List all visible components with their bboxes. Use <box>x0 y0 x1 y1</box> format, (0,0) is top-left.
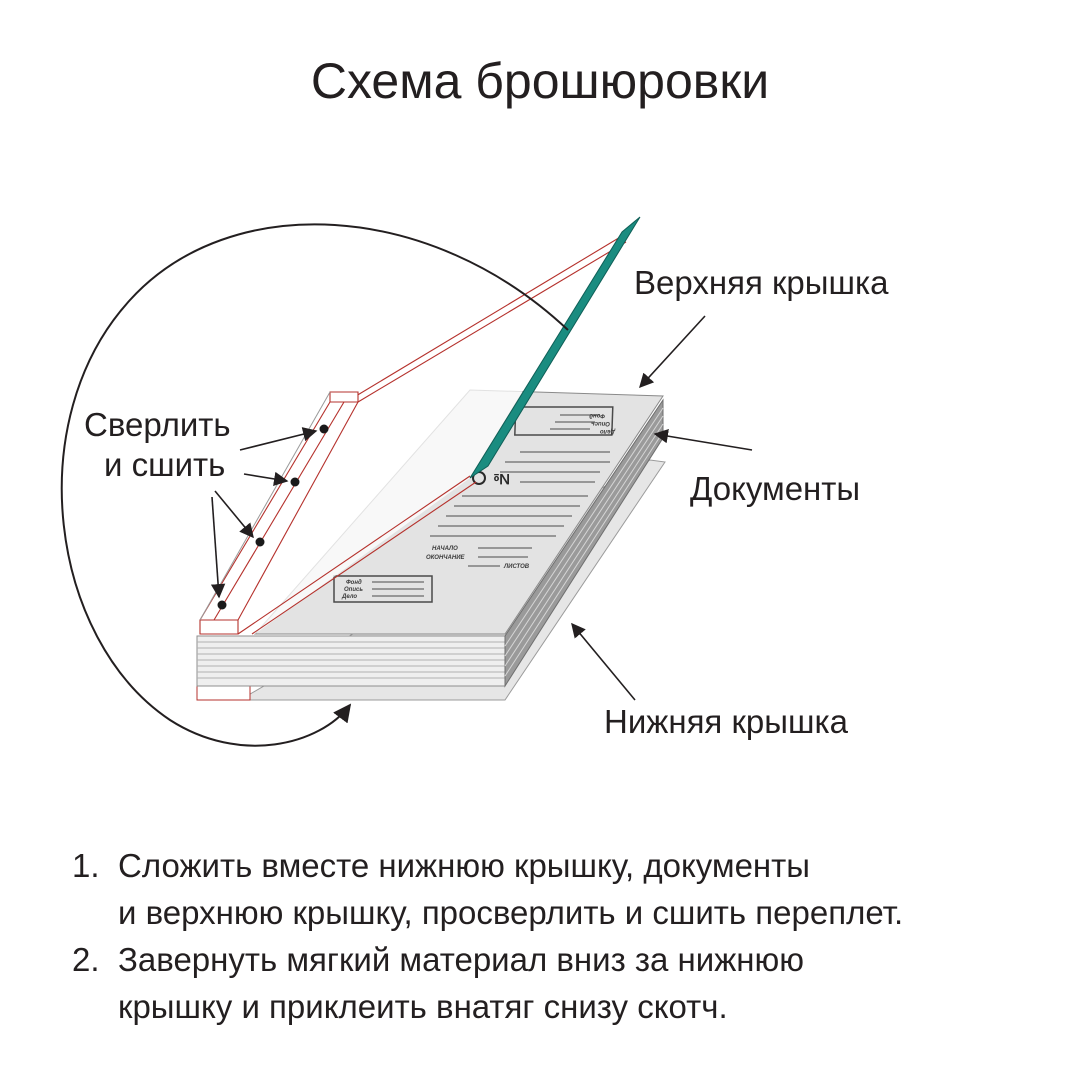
drill-arrow-3 <box>214 490 254 539</box>
cover-form-opis: Опись <box>344 587 363 593</box>
cover-form-delo-top: Дело <box>600 428 616 434</box>
top-cover-open <box>200 230 620 634</box>
document-stack <box>196 398 664 688</box>
instruction-item: 1. Сложить вместе нижнюю крышку, докумен… <box>72 842 1062 936</box>
cover-form-delo: Дело <box>341 594 357 600</box>
cover-form-lines <box>333 406 614 603</box>
drill-hole <box>319 424 329 434</box>
cover-form-fond: Фонд <box>346 580 362 586</box>
bottom-cover-spine-strip <box>196 685 251 701</box>
instruction-number: 2. <box>72 941 100 978</box>
cover-form-end: ОКОНЧАНИЕ <box>426 555 466 561</box>
cover-form-fond-top: Фонд <box>589 412 605 418</box>
drill-arrow-4 <box>210 496 226 599</box>
instruction-line: и верхнюю крышку, просверлить и сшить пе… <box>118 894 904 931</box>
drill-arrow-1 <box>239 427 318 451</box>
instruction-line: крышку и приклеить внатяг снизу скотч. <box>118 988 728 1025</box>
instruction-line: Сложить вместе нижнюю крышку, документы <box>118 847 810 884</box>
instruction-number: 1. <box>72 847 100 884</box>
bottom-cover-arrow <box>571 622 636 701</box>
drill-arrow-2 <box>243 471 289 487</box>
top-cover-arrow <box>639 315 706 389</box>
instruction-line: Завернуть мягкий материал вниз за нижнюю <box>118 941 804 978</box>
label-documents: Документы <box>690 470 860 507</box>
drill-hole <box>255 537 265 547</box>
drill-hole <box>290 477 300 487</box>
cover-number-sign: № <box>493 470 510 487</box>
label-top-cover: Верхняя крышка <box>634 264 889 301</box>
documents-arrow <box>653 429 753 451</box>
label-drill-line2: и сшить <box>104 446 225 483</box>
label-bottom-cover: Нижняя крышка <box>604 703 849 740</box>
cover-form-sheets: ЛИСТОВ <box>503 564 530 570</box>
drill-holes <box>217 424 329 610</box>
instructions-list: 1. Сложить вместе нижнюю крышку, докумен… <box>72 842 1062 1030</box>
drill-hole <box>217 600 227 610</box>
instruction-item: 2. Завернуть мягкий материал вниз за ниж… <box>72 936 1062 1030</box>
label-drill-line1: Сверлить <box>84 406 231 443</box>
top-cover-green-spine <box>469 216 641 479</box>
page-title: Схема брошюровки <box>310 53 770 109</box>
cover-form-start: НАЧАЛО <box>432 546 458 552</box>
cover-form-opis-top: Опись <box>591 420 610 426</box>
wrap-around-curve <box>60 223 569 747</box>
